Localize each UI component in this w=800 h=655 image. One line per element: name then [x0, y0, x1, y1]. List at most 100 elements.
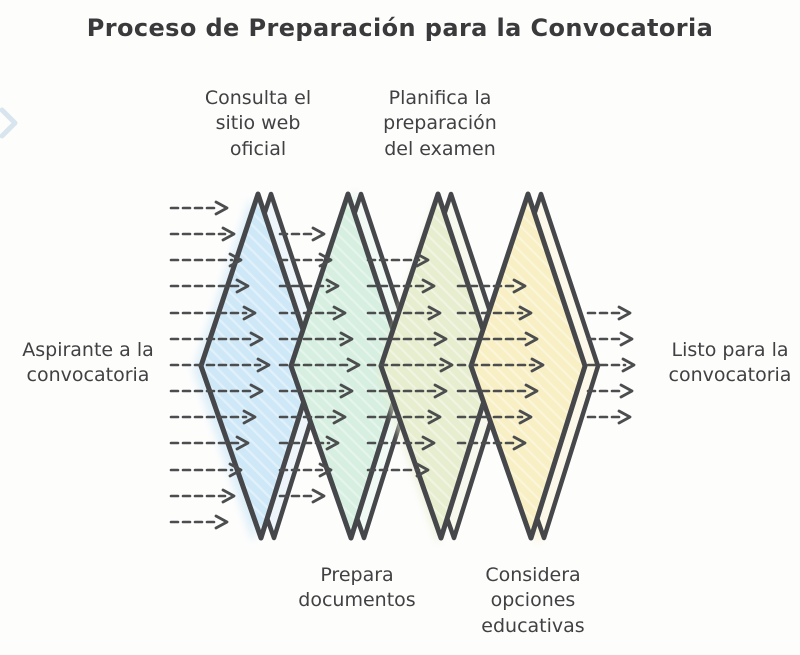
arrow-head-icon: [332, 409, 347, 425]
arrow-head-icon: [249, 383, 264, 399]
flow-arrow: [278, 435, 340, 451]
flow-arrow: [169, 488, 236, 504]
flow-arrow: [586, 383, 634, 399]
arrow-head-icon: [235, 435, 250, 451]
arrow-head-icon: [427, 409, 442, 425]
arrow-head-icon: [311, 488, 326, 504]
arrow-head-icon: [619, 383, 634, 399]
stage-label-planifica-preparacion: Planifica la preparación del examen: [383, 87, 497, 160]
flow-arrow: [366, 252, 430, 268]
flow-arrow: [586, 305, 632, 321]
watermark-chevron-icon: [0, 107, 18, 139]
arrow-head-icon: [339, 331, 354, 347]
arrow-head-icon: [318, 462, 333, 478]
flow-arrow: [366, 409, 442, 425]
arrow-head-icon: [524, 383, 539, 399]
arrow-head-icon: [318, 252, 333, 268]
flow-arrow: [456, 435, 527, 451]
flow-arrow: [169, 226, 236, 242]
flow-arrow: [278, 278, 340, 294]
flow-arrow: [169, 357, 271, 373]
arrow-head-icon: [619, 331, 634, 347]
arrow-head-icon: [228, 252, 243, 268]
stage3-to-stage4: [456, 278, 545, 451]
arrow-head-icon: [339, 383, 354, 399]
flow-arrow: [169, 383, 264, 399]
arrow-head-icon: [524, 331, 539, 347]
flow-arrow: [456, 305, 533, 321]
arrow-head-icon: [433, 331, 448, 347]
flow-arrow: [169, 331, 264, 347]
arrow-head-icon: [325, 278, 340, 294]
arrow-head-icon: [311, 226, 326, 242]
stage1-to-stage2: [278, 226, 361, 504]
flow-arrow: [169, 252, 243, 268]
flow-arrow: [366, 383, 448, 399]
arrow-head-icon: [621, 357, 636, 373]
output-arrows: [586, 305, 636, 425]
arrow-head-icon: [214, 514, 229, 530]
arrow-head-icon: [421, 278, 436, 294]
input-arrows: [169, 200, 271, 530]
arrow-head-icon: [433, 383, 448, 399]
flow-arrow: [586, 331, 634, 347]
flow-arrow: [366, 278, 436, 294]
arrow-head-icon: [415, 252, 430, 268]
arrow-head-icon: [332, 305, 347, 321]
flow-arrow: [456, 331, 539, 347]
arrow-head-icon: [249, 331, 264, 347]
flow-arrow: [169, 305, 257, 321]
flow-arrow: [278, 462, 333, 478]
flow-arrow: [169, 200, 229, 216]
arrow-head-icon: [242, 305, 257, 321]
flow-arrow: [456, 383, 539, 399]
flow-arrow: [456, 357, 545, 373]
flow-arrow: [456, 278, 527, 294]
diamond-face: [378, 191, 498, 541]
flow-arrow: [278, 252, 333, 268]
arrow-head-icon: [518, 305, 533, 321]
flow-arrow: [169, 409, 257, 425]
arrow-head-icon: [530, 357, 545, 373]
input-endpoint-label: Aspirante a la convocatoria: [22, 339, 154, 387]
flow-arrow: [586, 357, 636, 373]
arrow-head-icon: [325, 435, 340, 451]
flow-arrow: [278, 409, 347, 425]
arrow-head-icon: [427, 305, 442, 321]
arrow-head-icon: [415, 462, 430, 478]
stage-label-consulta-sitio-web: Consulta el sitio web oficial: [204, 87, 312, 160]
flow-arrow: [456, 409, 533, 425]
diamond-face: [288, 191, 408, 541]
flow-arrow: [278, 226, 326, 242]
flow-arrow: [169, 462, 243, 478]
arrow-head-icon: [221, 488, 236, 504]
arrow-head-icon: [256, 357, 271, 373]
flow-arrow: [366, 357, 454, 373]
arrow-head-icon: [346, 357, 361, 373]
flow-arrow: [586, 409, 632, 425]
flow-arrow: [169, 514, 229, 530]
stage-prepara-documentos: [288, 189, 421, 541]
output-endpoint-label: Listo para la convocatoria: [668, 339, 792, 387]
flow-arrow: [278, 305, 347, 321]
arrow-head-icon: [617, 305, 632, 321]
diamond-face: [468, 191, 588, 541]
flow-arrow: [278, 357, 361, 373]
arrow-head-icon: [421, 435, 436, 451]
stage-consulta-sitio-web-oficial: [193, 191, 331, 542]
arrow-head-icon: [512, 435, 527, 451]
flow-arrow: [278, 488, 326, 504]
flow-arrow: [169, 435, 250, 451]
arrow-head-icon: [228, 462, 243, 478]
stage-label-prepara-documentos: Prepara documentos: [298, 564, 416, 612]
arrow-head-icon: [242, 409, 257, 425]
flow-arrow: [366, 462, 430, 478]
arrow-head-icon: [617, 409, 632, 425]
flow-arrow: [278, 331, 354, 347]
flow-arrow: [169, 278, 250, 294]
stage2-to-stage3: [366, 252, 454, 478]
arrow-head-icon: [214, 200, 229, 216]
stage-label-considera-opciones: Considera opciones educativas: [481, 564, 585, 637]
